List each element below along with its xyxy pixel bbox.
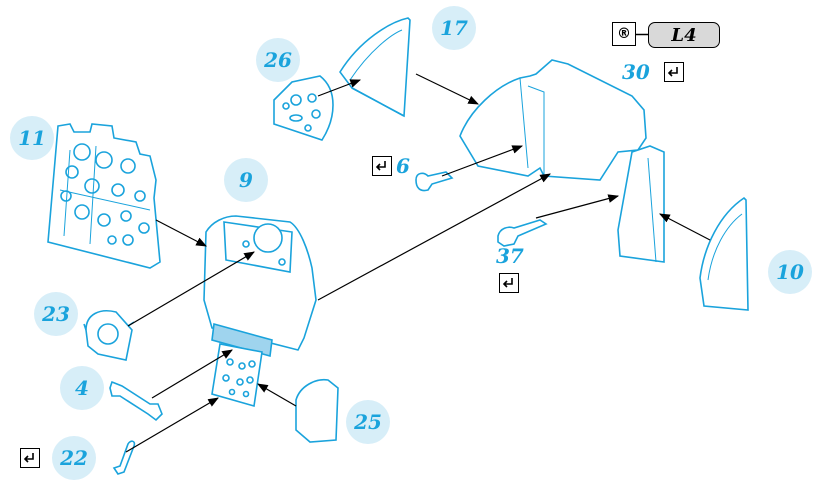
label-part-6: 6 <box>396 154 410 178</box>
label-part-11: 11 <box>10 116 54 160</box>
reference-code-box: L4 <box>648 22 720 48</box>
label-text-4: 4 <box>75 376 89 400</box>
label-part-25: 25 <box>346 400 390 444</box>
label-part-22: 22 <box>52 436 96 480</box>
part-23-bracket <box>83 310 135 361</box>
label-text-25: 25 <box>354 410 382 434</box>
label-text-10: 10 <box>776 260 804 284</box>
label-part-30: 30 <box>622 60 650 84</box>
label-part-9: 9 <box>224 158 268 202</box>
label-part-26: 26 <box>256 38 300 82</box>
part-22-lever <box>112 440 136 475</box>
glue-marker-icon <box>372 156 392 176</box>
part-cockpit-frame <box>459 59 647 181</box>
label-text-26: 26 <box>264 48 292 72</box>
glue-marker-icon <box>20 448 40 468</box>
label-part-23: 23 <box>34 292 78 336</box>
label-part-4: 4 <box>60 366 104 410</box>
part-console-panel <box>211 343 263 408</box>
label-part-37: 37 <box>496 244 524 268</box>
part-10-panel <box>699 196 749 311</box>
glue-marker-icon <box>499 273 519 293</box>
label-part-17: 17 <box>432 6 476 50</box>
label-text-23: 23 <box>42 302 70 326</box>
label-part-10: 10 <box>768 250 812 294</box>
ref-connector <box>636 33 648 36</box>
registered-mark-icon: ® <box>612 22 636 46</box>
glue-marker-icon <box>664 62 684 82</box>
label-text-9: 9 <box>239 168 253 192</box>
label-text-17: 17 <box>440 16 468 40</box>
part-side-bulkhead <box>617 145 665 263</box>
part-4-rod <box>109 380 163 422</box>
assembly-arrows <box>125 73 711 453</box>
part-6-stick <box>415 171 454 192</box>
part-console-bar <box>211 322 273 358</box>
part-25-cover <box>295 378 339 443</box>
label-text-11: 11 <box>18 126 46 150</box>
part-37-lever <box>497 219 548 247</box>
part-17-panel <box>339 17 411 118</box>
part-26-instrument-panel <box>273 75 334 141</box>
part-11-instrument-panel <box>47 123 161 269</box>
label-text-22: 22 <box>60 446 88 470</box>
